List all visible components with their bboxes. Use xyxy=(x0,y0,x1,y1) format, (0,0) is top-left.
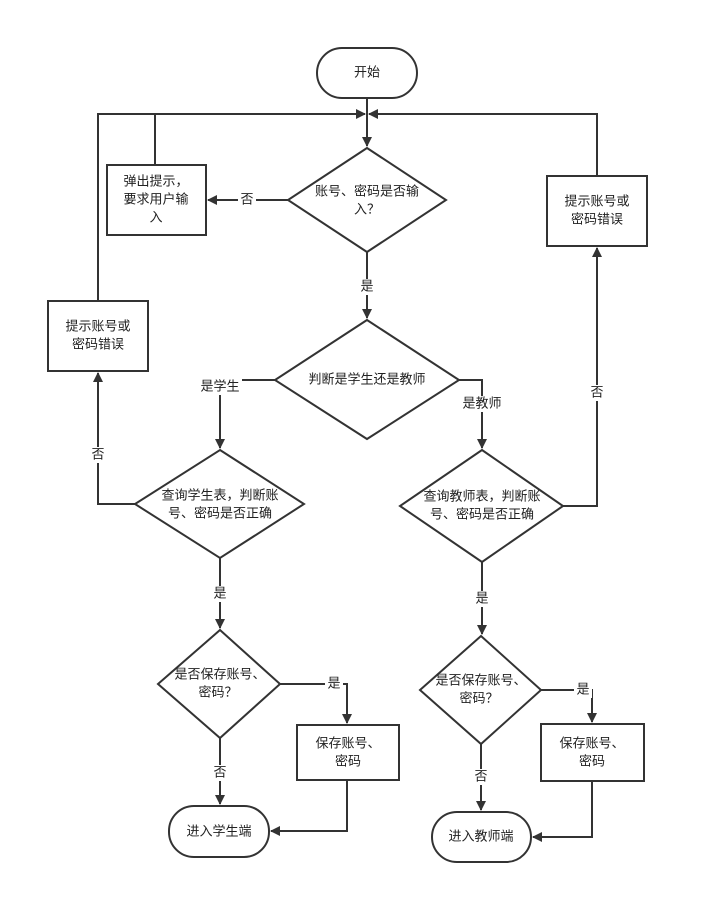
save-teacher-decision: 是否保存账号、 密码？ xyxy=(418,634,543,746)
edge-labels: 否 是 是学生 是教师 否 是 是 否 否 是 是 否 xyxy=(89,192,606,785)
edge-teacher-no xyxy=(563,247,602,507)
node-text: 提示账号或 xyxy=(564,194,629,210)
edge-label: 否 xyxy=(213,766,226,781)
enter-student-node: 进入学生端 xyxy=(168,805,270,858)
node-text: 是否保存账号、 xyxy=(435,674,526,689)
save-student-box: 保存账号、 密码 xyxy=(296,724,400,781)
role-decision: 判断是学生还是教师 xyxy=(273,318,461,441)
edge-label: 是 xyxy=(576,683,589,698)
edge-saved-s xyxy=(270,780,348,836)
edge-save-s-yes xyxy=(280,683,352,724)
edge-student-no xyxy=(93,372,135,505)
edge-label: 是 xyxy=(327,677,340,692)
node-text: 提示账号或 xyxy=(65,319,130,335)
node-text: 判断是学生还是教师 xyxy=(308,372,425,388)
save-teacher-box: 保存账号、 密码 xyxy=(540,723,645,782)
node-text: 密码 xyxy=(579,754,605,770)
node-text: 账号、密码是否输 xyxy=(315,184,419,200)
error-left-box: 提示账号或 密码错误 xyxy=(47,300,149,372)
edge-errright-back xyxy=(368,109,598,176)
query-student-decision: 查询学生表，判断账 号、密码是否正确 xyxy=(133,448,306,560)
edge-label: 否 xyxy=(91,448,104,463)
edge-saved-t xyxy=(532,781,593,842)
node-text: 查询学生表，判断账 xyxy=(161,488,278,504)
edge-prompt-back xyxy=(154,109,366,165)
edge-label: 否 xyxy=(590,386,603,401)
edge-label: 是 xyxy=(475,592,488,607)
edge-teacher xyxy=(459,379,487,449)
node-text: 号、密码是否正确 xyxy=(168,506,272,522)
node-text: 保存账号、 xyxy=(315,737,380,752)
prompt-input-box: 弹出提示， 要求用户输 入 xyxy=(106,164,207,236)
node-text: 是否保存账号、 xyxy=(174,668,265,683)
edge-label: 否 xyxy=(240,193,253,208)
node-text: 要求用户输 xyxy=(123,192,188,208)
edge-label: 否 xyxy=(474,770,487,785)
edge-label: 是教师 xyxy=(462,396,501,412)
query-teacher-decision: 查询教师表，判断账 号、密码是否正确 xyxy=(398,448,565,564)
node-text: 密码 xyxy=(335,754,361,770)
edge-label: 是学生 xyxy=(200,379,239,395)
save-student-decision: 是否保存账号、 密码？ xyxy=(156,628,282,740)
node-text: 进入学生端 xyxy=(186,824,251,840)
node-text: 弹出提示， xyxy=(123,174,188,190)
node-text: 密码错误 xyxy=(571,212,623,228)
node-text: 密码？ xyxy=(198,685,237,701)
error-right-box: 提示账号或 密码错误 xyxy=(546,175,648,247)
node-text: 开始 xyxy=(354,66,380,81)
edge-label: 是 xyxy=(213,587,226,602)
node-text: 进入教师端 xyxy=(448,829,513,845)
enter-teacher-node: 进入教师端 xyxy=(431,811,532,863)
node-text: 入 xyxy=(149,211,162,226)
node-text: 入？ xyxy=(354,203,380,218)
node-text: 查询教师表，判断账 xyxy=(423,489,540,505)
node-text: 保存账号、 xyxy=(559,737,624,752)
edge-label: 是 xyxy=(360,280,373,295)
start-node: 开始 xyxy=(316,47,418,99)
edge-errleft-back xyxy=(97,113,155,301)
node-text: 号、密码是否正确 xyxy=(430,507,534,523)
node-text: 密码错误 xyxy=(72,337,124,353)
node-text: 密码？ xyxy=(459,691,498,707)
check-input-decision: 账号、密码是否输 入？ xyxy=(286,146,448,254)
